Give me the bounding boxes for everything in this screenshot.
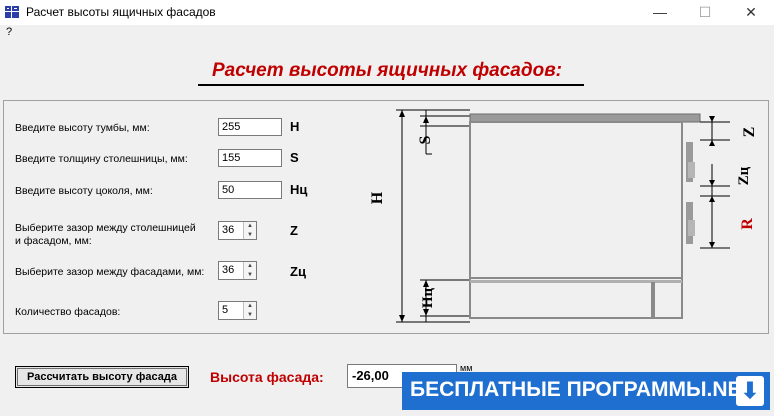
cabinet-height-input[interactable]: 255 [218, 118, 282, 136]
plinth-input[interactable]: 50 [218, 181, 282, 199]
maximize-button[interactable]: ☐ [698, 4, 712, 20]
gap-top-spinner[interactable]: 36 ▲ ▼ [218, 221, 257, 240]
spin-down-icon[interactable]: ▼ [247, 232, 253, 238]
countertop-input[interactable]: 155 [218, 149, 282, 167]
result-unit: мм [460, 363, 473, 373]
watermark-text: БЕСПЛАТНЫЕ ПРОГРАММЫ.NET [410, 378, 755, 401]
gap-top-symbol: Z [290, 223, 298, 238]
watermark-banner: БЕСПЛАТНЫЕ ПРОГРАММЫ.NET ⬇ [402, 372, 770, 410]
spin-down-icon[interactable]: ▼ [247, 312, 253, 318]
countertop-label: Введите толщину столешницы, мм: [15, 153, 188, 165]
right-arrowheads [709, 116, 715, 248]
window-title: Расчет высоты ящичных фасадов [26, 5, 216, 19]
gap-top-label-line1: Выберите зазор между столешницей [15, 222, 196, 234]
schematic-label-hc: Hц [420, 287, 436, 308]
count-spinner[interactable]: 5 ▲ ▼ [218, 301, 257, 320]
cabinet-height-label: Введите высоту тумбы, мм: [15, 122, 150, 134]
menu-help[interactable]: ? [6, 26, 13, 38]
cabinet-height-symbol: H [290, 119, 300, 134]
schematic-label-z: Z [741, 127, 758, 138]
spin-up-icon[interactable]: ▲ [247, 223, 253, 229]
result-label: Высота фасада: [210, 369, 324, 385]
title-underline [198, 84, 584, 86]
schematic-label-s: S [417, 135, 434, 144]
download-icon: ⬇ [736, 376, 764, 406]
spin-up-icon[interactable]: ▲ [247, 263, 253, 269]
gap-fronts-arrows: ▲ ▼ [243, 262, 256, 279]
gap-fronts-symbol: Zц [290, 264, 306, 279]
count-arrows: ▲ ▼ [243, 302, 256, 319]
cabinet-schematic: S H Hц Z Zц R [369, 109, 758, 323]
gap-top-label-line2: и фасадом, мм: [15, 235, 92, 247]
schematic-label-h: H [369, 191, 386, 204]
gap-fronts-spinner[interactable]: 36 ▲ ▼ [218, 261, 257, 280]
minimize-button[interactable]: — [653, 4, 667, 20]
spin-down-icon[interactable]: ▼ [247, 272, 253, 278]
door-brackets [686, 142, 695, 244]
app-icon [4, 5, 20, 19]
gap-fronts-value: 36 [222, 264, 235, 276]
schematic-label-zc: Zц [736, 166, 752, 185]
gap-fronts-label: Выберите зазор между фасадами, мм: [15, 266, 205, 278]
menu-bar: ? [0, 25, 774, 41]
countertop-symbol: S [290, 150, 299, 165]
calculate-button[interactable]: Рассчитать высоту фасада [15, 366, 189, 388]
count-value: 5 [222, 304, 229, 316]
schematic-label-r: R [739, 218, 756, 230]
count-label: Количество фасадов: [15, 306, 121, 318]
spin-up-icon[interactable]: ▲ [247, 303, 253, 309]
gap-top-arrows: ▲ ▼ [243, 222, 256, 239]
plinth-label: Введите высоту цоколя, мм: [15, 185, 153, 197]
cabinet-body [469, 113, 701, 319]
title-bar: Расчет высоты ящичных фасадов — ☐ ✕ [0, 0, 774, 25]
right-dimension-lines [700, 118, 730, 249]
left-arrowheads [399, 110, 429, 322]
page-title: Расчет высоты ящичных фасадов: [211, 60, 563, 81]
gap-top-value: 36 [222, 224, 235, 236]
input-group-box [3, 100, 769, 334]
plinth-symbol: Нц [290, 182, 308, 197]
close-button[interactable]: ✕ [745, 4, 757, 20]
